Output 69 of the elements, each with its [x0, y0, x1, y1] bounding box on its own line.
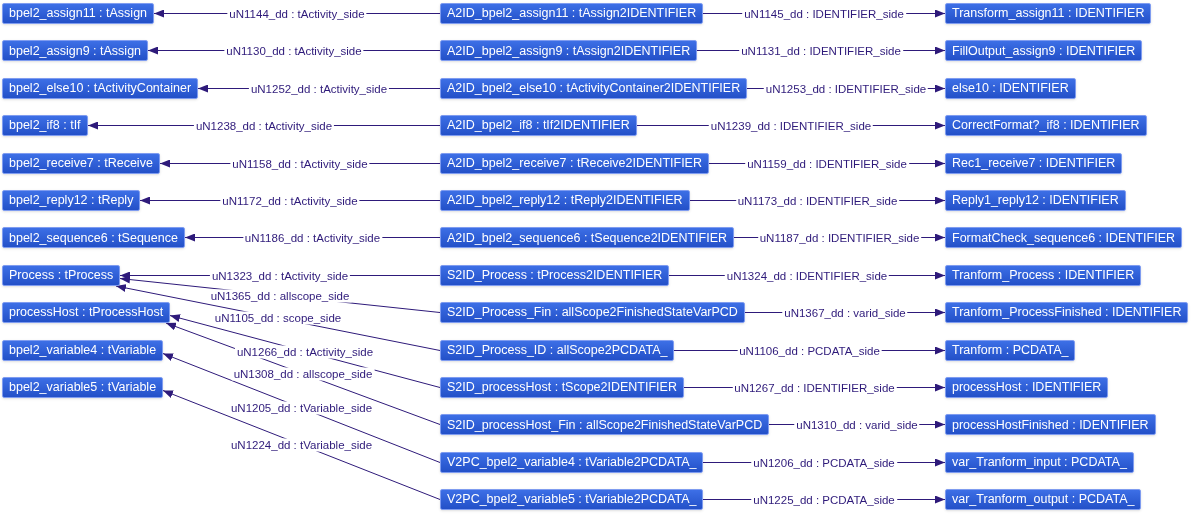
edge-label: uN1131_dd : IDENTIFIER_side	[739, 44, 903, 57]
edge-label: uN1324_dd : IDENTIFIER_side	[724, 269, 890, 282]
class-box: bpel2_sequence6 : tSequence	[2, 227, 185, 249]
class-box: else10 : IDENTIFIER	[945, 77, 1076, 99]
class-box: FormatCheck_sequence6 : IDENTIFIER	[945, 227, 1182, 249]
class-box: V2PC_bpel2_variable4 : tVariable2PCDATA_	[440, 451, 704, 473]
class-box: bpel2_assign9 : tAssign	[2, 40, 149, 62]
edge-label: uN1158_dd : tActivity_side	[230, 157, 370, 170]
edge-label: uN1205_dd : tVariable_side	[228, 401, 375, 415]
edge-label: uN1238_dd : tActivity_side	[193, 119, 335, 132]
edge-label: uN1172_dd : tActivity_side	[220, 194, 360, 207]
edge-label: uN1308_dd : allscope_side	[231, 367, 375, 381]
class-box: S2ID_Process_Fin : allScope2FinishedStateVarPCD	[440, 302, 745, 324]
edge-label: uN1266_dd : tActivity_side	[234, 345, 376, 358]
class-box: Reply1_reply12 : IDENTIFIER	[945, 190, 1126, 211]
class-box: bpel2_receive7 : tReceive	[2, 152, 160, 174]
edge-label: uN1365_dd : allscope_side	[208, 289, 352, 302]
class-box: A2ID_bpel2_sequence6 : tSequence2IDENTIFIER	[440, 227, 735, 249]
arrow	[162, 353, 441, 463]
edge-label: uN1225_dd : PCDATA_side	[751, 493, 897, 506]
edge-label: uN1323_dd : tActivity_side	[209, 269, 351, 282]
class-box: Tranform_Process : IDENTIFIER	[945, 264, 1142, 286]
edge-label: uN1267_dd : IDENTIFIER_side	[732, 381, 897, 394]
class-box: A2ID_bpel2_assign11 : tAssign2IDENTIFIER	[440, 3, 704, 24]
arrow	[162, 390, 441, 500]
class-box: S2ID_processHost_Fin : allScope2FinishedStateVarPCD	[440, 414, 770, 436]
class-box: CorrectFormat?_if8 : IDENTIFIER	[945, 115, 1147, 137]
class-box: bpel2_reply12 : tReply	[2, 190, 141, 211]
class-box: A2ID_bpel2_if8 : tIf2IDENTIFIER	[440, 115, 637, 137]
edge-label: uN1252_dd : tActivity_side	[248, 82, 390, 95]
edge-label: uN1186_dd : tActivity_side	[242, 231, 383, 244]
edge-label: uN1105_dd : scope_side	[212, 311, 344, 325]
edge-label: uN1253_dd : IDENTIFIER_side	[763, 82, 929, 95]
edge-label: uN1310_dd : varid_side	[794, 418, 920, 431]
class-box: A2ID_bpel2_reply12 : tReply2IDENTIFIER	[440, 190, 690, 211]
class-box: S2ID_Process : tProcess2IDENTIFIER	[440, 264, 670, 286]
class-box: Rec1_receive7 : IDENTIFIER	[945, 152, 1123, 174]
class-box: bpel2_assign11 : tAssign	[2, 3, 155, 24]
class-box: A2ID_bpel2_assign9 : tAssign2IDENTIFIER	[440, 40, 698, 62]
edge-label: uN1224_dd : tVariable_side	[228, 438, 375, 452]
edge-label: uN1173_dd : IDENTIFIER_side	[735, 194, 900, 207]
class-box: A2ID_bpel2_receive7 : tReceive2IDENTIFIER	[440, 152, 709, 174]
edge-label: uN1106_dd : PCDATA_side	[737, 344, 882, 357]
class-box: bpel2_variable4 : tVariable	[2, 339, 164, 361]
edge-label: uN1145_dd : IDENTIFIER_side	[742, 7, 906, 20]
edge-label: uN1144_dd : tActivity_side	[227, 7, 367, 20]
class-box: A2ID_bpel2_else10 : tActivityContainer2IDENTIFIER	[440, 77, 748, 99]
class-box: processHost : IDENTIFIER	[945, 377, 1109, 398]
class-box: processHostFinished : IDENTIFIER	[945, 414, 1156, 436]
class-box: Tranform : PCDATA_	[945, 339, 1076, 361]
edge-label: uN1130_dd : tActivity_side	[224, 44, 364, 57]
class-box: bpel2_if8 : tIf	[2, 115, 88, 137]
class-box: var_Tranform_input : PCDATA_	[945, 451, 1134, 473]
class-box: processHost : tProcessHost	[2, 302, 171, 324]
class-box: bpel2_else10 : tActivityContainer	[2, 77, 199, 99]
class-box: S2ID_processHost : tScope2IDENTIFIER	[440, 377, 684, 398]
class-box: Tranform_ProcessFinished : IDENTIFIER	[945, 302, 1189, 324]
class-box: Transform_assign11 : IDENTIFIER	[945, 3, 1152, 24]
edge-label: uN1239_dd : IDENTIFIER_side	[708, 119, 874, 132]
edge-label: uN1367_dd : varid_side	[782, 306, 908, 319]
class-box: S2ID_Process_ID : allScope2PCDATA_	[440, 339, 675, 361]
class-box: V2PC_bpel2_variable5 : tVariable2PCDATA_	[440, 489, 704, 511]
edge-label: uN1206_dd : PCDATA_side	[751, 456, 897, 469]
class-box: Process : tProcess	[2, 264, 121, 286]
edge-label: uN1159_dd : IDENTIFIER_side	[745, 157, 909, 170]
edge-label: uN1187_dd : IDENTIFIER_side	[757, 231, 922, 244]
class-box: var_Tranform_output : PCDATA_	[945, 489, 1142, 511]
class-box: FillOutput_assign9 : IDENTIFIER	[945, 40, 1143, 62]
class-box: bpel2_variable5 : tVariable	[2, 377, 164, 398]
